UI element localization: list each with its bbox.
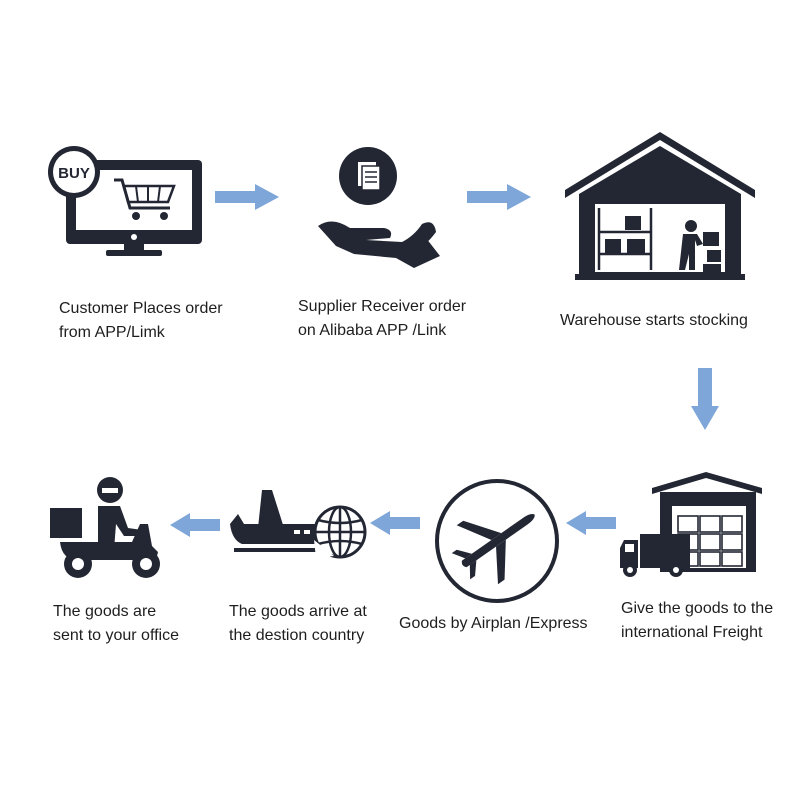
step-label-line: from APP/Limk [59,324,165,341]
step-label-line: the destion country [229,627,365,644]
step-label-line: Give the goods to the [621,600,774,617]
step-label-line: The goods arrive at [229,603,367,620]
step-label-line: Supplier Receiver order [298,298,467,315]
airplane-circle-icon [435,479,559,603]
delivery-scooter-icon [50,477,160,578]
step-label-customer: Customer Places order from APP/Limk [59,297,223,345]
hand-document-icon [318,147,440,268]
step-label-line: Customer Places order [59,300,223,317]
step-label-arrive: The goods arrive at the destion country [229,600,367,648]
arrow-left-icon [370,511,420,535]
step-label-line: sent to your office [53,627,179,644]
buy-badge: BUY [58,165,90,182]
monitor-cart-icon: BUY [48,146,202,256]
warehouse-icon [565,132,755,280]
step-label-line: on Alibaba APP /Link [298,322,447,339]
step-label-line: Goods by Airplan /Express [399,615,588,632]
arrow-down-icon [691,368,719,430]
arrow-left-icon [566,511,616,535]
step-label-airplane: Goods by Airplan /Express [399,612,588,636]
freight-truck-icon [620,472,762,577]
arrow-right-icon [215,184,279,210]
step-label-line: The goods are [53,603,157,620]
plane-globe-icon [230,490,367,559]
arrow-right-icon [467,184,531,210]
arrow-left-icon [170,513,220,537]
step-label-supplier: Supplier Receiver order on Alibaba APP /… [298,295,466,343]
step-label-delivery: The goods are sent to your office [53,600,179,648]
step-label-freight: Give the goods to the international Frei… [621,597,773,645]
step-label-line: international Freight [621,624,763,641]
step-label-line: Warehouse starts stocking [560,312,748,329]
step-label-warehouse: Warehouse starts stocking [560,309,748,333]
